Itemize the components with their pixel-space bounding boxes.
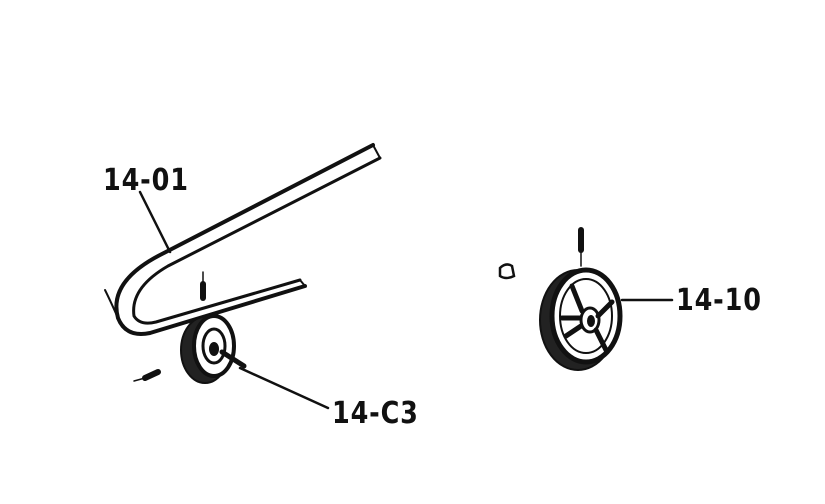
- leader-line-motor-pulley: [238, 366, 330, 410]
- drive-pulley: [498, 227, 623, 371]
- leader-line-belt: [138, 190, 172, 254]
- callout-belt: 14-01: [103, 163, 189, 198]
- motor-pulley: [133, 271, 247, 384]
- callout-motor-pulley: 14-C3: [332, 396, 419, 431]
- v-belt: [104, 143, 382, 336]
- callout-drive-pulley: 14-10: [676, 283, 762, 318]
